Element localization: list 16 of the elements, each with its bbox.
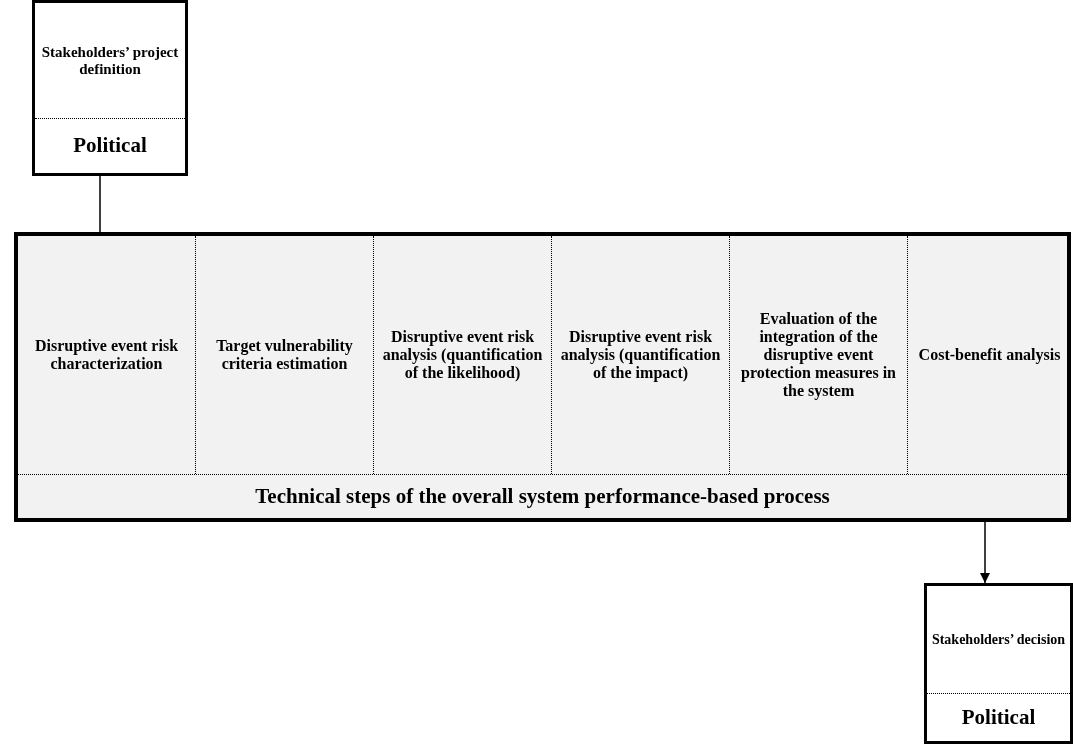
stakeholder-box	[32, 0, 188, 176]
connector-line	[99, 175, 101, 233]
process-panel	[14, 232, 1071, 522]
step-label: Cost-benefit analysis	[918, 346, 1061, 364]
category-label: Political	[73, 133, 147, 158]
step-label: Evaluation of the integration of the disruptive event protection measures in the system	[740, 310, 897, 400]
step-label: Target vulnerability criteria estimation	[215, 337, 354, 373]
step-label: Stakeholders’ project definition	[40, 43, 180, 78]
stakeholder-box	[924, 583, 1073, 744]
step-label: Disruptive event risk analysis (quantification of the impact)	[559, 328, 722, 382]
step-label: Disruptive event risk characterization	[33, 337, 180, 373]
arrow	[980, 521, 990, 584]
step-label: Technical steps of the overall system performance-based process	[255, 483, 830, 509]
step-label: Disruptive event risk analysis (quantification of the likelihood)	[381, 328, 544, 382]
category-label: Political	[961, 704, 1036, 730]
step-label: Stakeholders’ decision	[931, 631, 1066, 648]
